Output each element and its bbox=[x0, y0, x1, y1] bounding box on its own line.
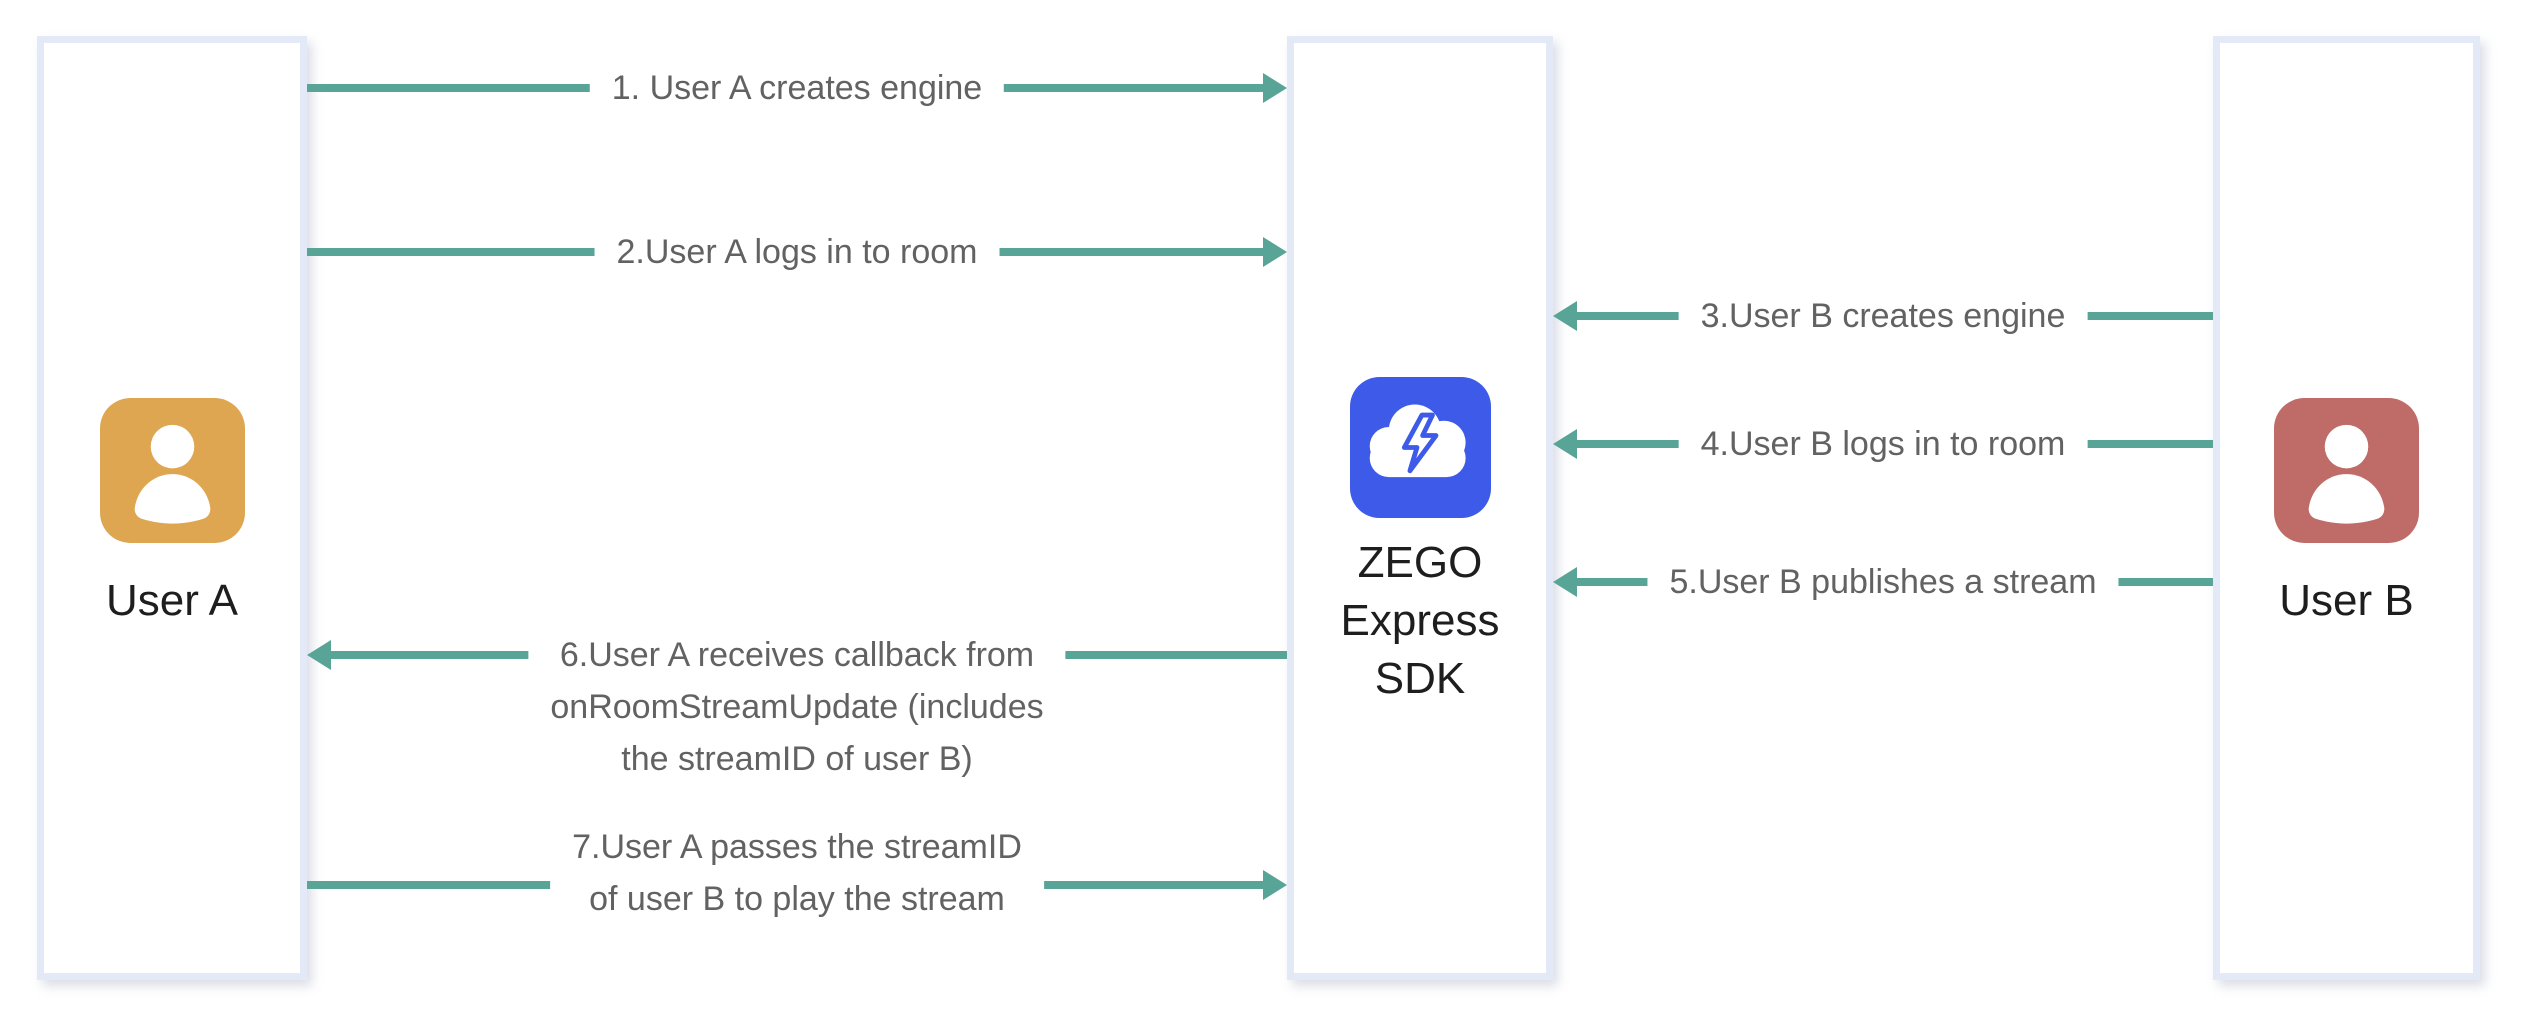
arrow-label: 7.User A passes the streamID of user B to… bbox=[550, 821, 1044, 925]
node-label-line: Express bbox=[1340, 596, 1500, 645]
user-b-label: User B bbox=[2213, 576, 2480, 626]
arrow-label-line: 1. User A creates engine bbox=[611, 69, 983, 107]
user-icon bbox=[2274, 398, 2419, 543]
arrow-label: 2.User A logs in to room bbox=[594, 226, 1000, 278]
arrowhead-icon bbox=[1263, 237, 1287, 267]
arrowhead-icon bbox=[1553, 429, 1577, 459]
cloud-lightning-icon bbox=[1350, 377, 1491, 518]
arrow-label-line: of user B to play the stream bbox=[589, 880, 1005, 918]
arrow-label: 6.User A receives callback from onRoomStr… bbox=[528, 629, 1066, 785]
arrow-label-line: 4.User B logs in to room bbox=[1700, 425, 2066, 463]
arrow-label: 1. User A creates engine bbox=[589, 62, 1005, 114]
node-label-line: SDK bbox=[1374, 654, 1466, 703]
arrowhead-icon bbox=[1553, 301, 1577, 331]
arrow-label: 4.User B logs in to room bbox=[1678, 418, 2088, 470]
user-icon bbox=[100, 398, 245, 543]
node-label-text: User B bbox=[2279, 576, 2414, 625]
arrow-label-line: 6.User A receives callback from bbox=[559, 636, 1035, 674]
arrow-label-line: onRoomStreamUpdate (includes bbox=[550, 688, 1044, 726]
arrow-label: 3.User B creates engine bbox=[1678, 290, 2088, 342]
arrow-label-line: 5.User B publishes a stream bbox=[1669, 563, 2097, 601]
arrowhead-icon bbox=[307, 640, 331, 670]
arrowhead-icon bbox=[1553, 567, 1577, 597]
node-label-line: ZEGO bbox=[1357, 538, 1483, 587]
node-label-text: User A bbox=[105, 576, 239, 625]
arrow-label-line: 2.User A logs in to room bbox=[616, 233, 978, 271]
arrow-label-line: 7.User A passes the streamID bbox=[572, 828, 1022, 866]
arrowhead-icon bbox=[1263, 870, 1287, 900]
arrowhead-icon bbox=[1263, 73, 1287, 103]
arrow-label-line: the streamID of user B) bbox=[621, 740, 973, 778]
arrow-label: 5.User B publishes a stream bbox=[1647, 556, 2119, 608]
user-a-label: User A bbox=[37, 576, 307, 626]
arrow-label-line: 3.User B creates engine bbox=[1700, 297, 2066, 335]
